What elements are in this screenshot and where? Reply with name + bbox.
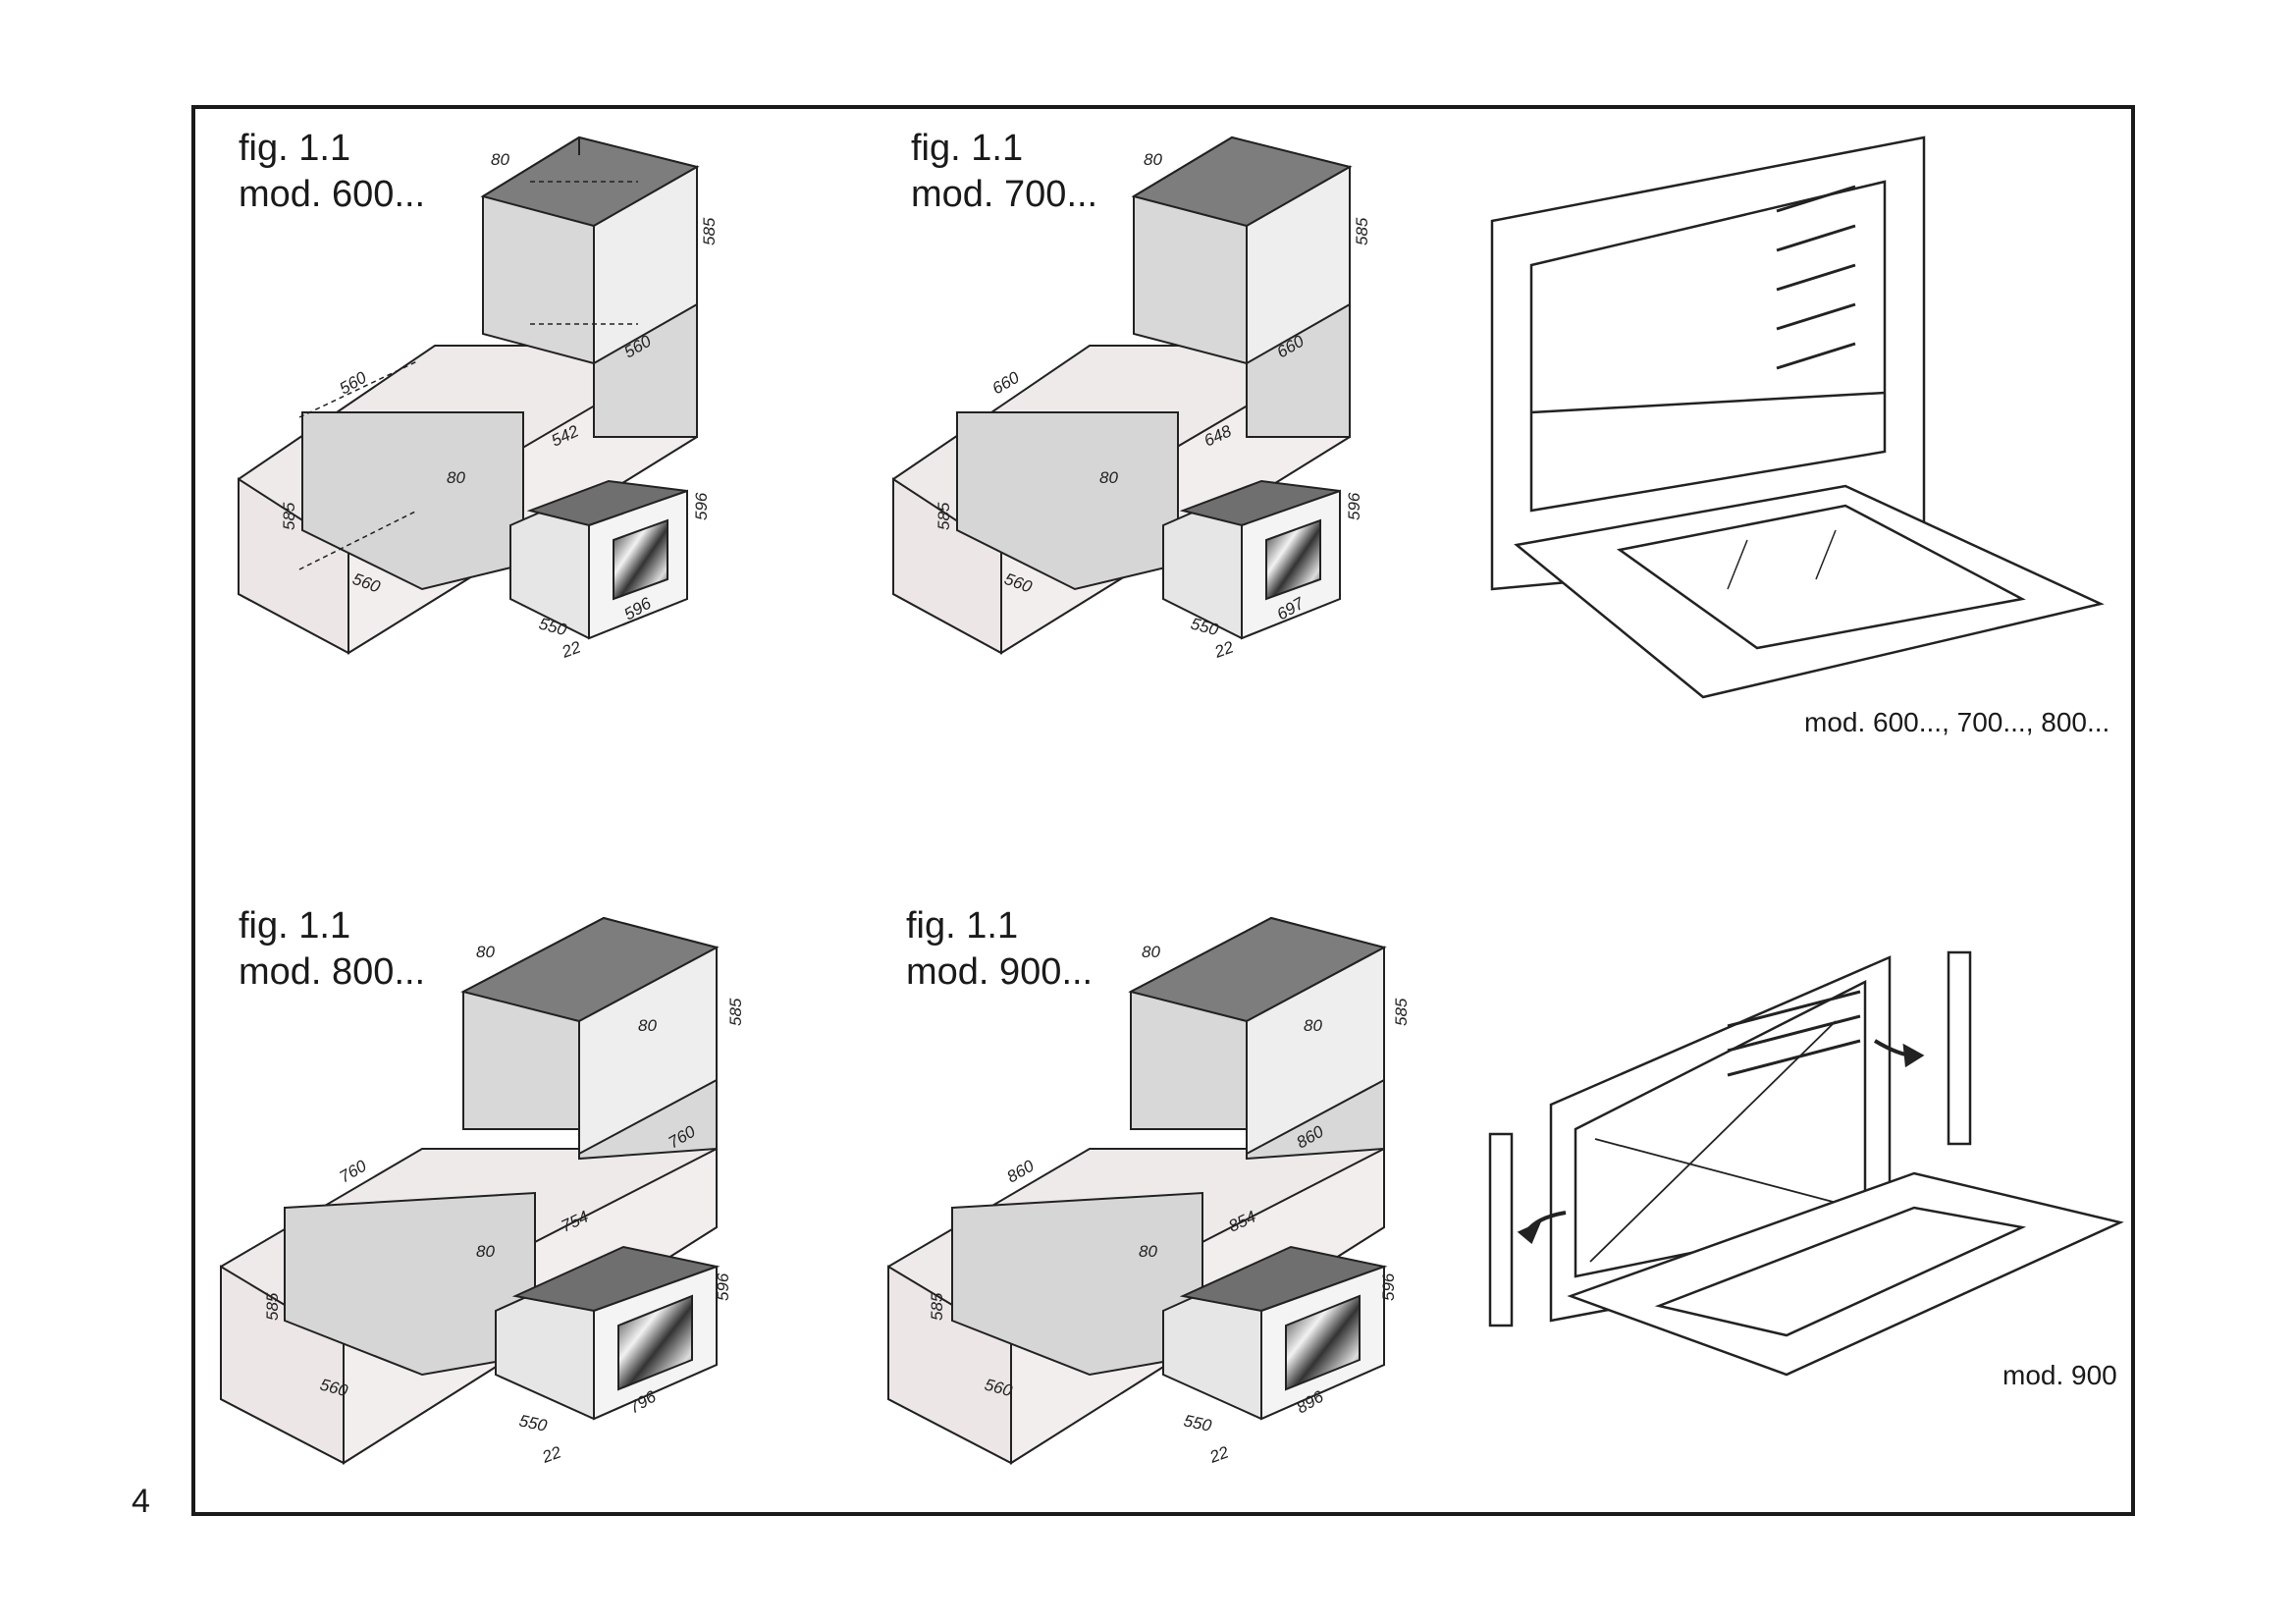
cabinet-diagram-800 bbox=[220, 916, 721, 1465]
oven-cavity bbox=[1529, 180, 1887, 513]
dimension-lines-600 bbox=[298, 181, 638, 570]
dim-lower-height: 585 bbox=[280, 502, 298, 530]
cabinet-diagram-900 bbox=[887, 916, 1388, 1465]
dim-panel: 22 bbox=[559, 637, 584, 662]
dim-upper-height: 585 bbox=[1392, 998, 1411, 1026]
dim-oven-height: 596 bbox=[692, 492, 711, 520]
caption-oven-open-900: mod. 900 bbox=[2002, 1360, 2117, 1390]
base-niche bbox=[956, 411, 1179, 591]
oven-window bbox=[1285, 1294, 1361, 1391]
model-label: mod. 900... bbox=[906, 951, 1094, 993]
oven-window bbox=[617, 1294, 693, 1391]
dim-top-gap: 80 bbox=[1142, 943, 1160, 961]
dim-upper-height: 585 bbox=[726, 998, 745, 1026]
dim-oven-height: 596 bbox=[1379, 1272, 1398, 1301]
model-label: mod. 800... bbox=[239, 951, 426, 993]
fig-title-700: fig. 1.1 mod. 700... bbox=[911, 126, 1097, 218]
dim-oven-depth: 550 bbox=[1182, 1411, 1213, 1435]
fig-label: fig. 1.1 bbox=[906, 905, 1019, 947]
oven-door-glass bbox=[1654, 1206, 2027, 1337]
dim-top-gap: 80 bbox=[476, 943, 495, 961]
dim-lower-height: 585 bbox=[928, 1292, 946, 1321]
dim-panel: 22 bbox=[1211, 637, 1237, 662]
oven-racks bbox=[1727, 990, 1861, 1077]
cabinet-diagram-700 bbox=[892, 135, 1353, 655]
base-niche bbox=[951, 1191, 1203, 1377]
dim-upper-height: 585 bbox=[1353, 217, 1371, 245]
dim-upper-vent: 80 bbox=[1304, 1016, 1322, 1035]
oven-racks bbox=[1776, 185, 1856, 370]
base-niche bbox=[301, 411, 524, 591]
dim-top-gap: 80 bbox=[491, 150, 509, 169]
oven-window bbox=[613, 518, 668, 601]
side-rail-left bbox=[1488, 1132, 1514, 1327]
dim-panel: 22 bbox=[539, 1442, 564, 1467]
dim-upper-height: 585 bbox=[700, 217, 719, 245]
fig-label: fig. 1.1 bbox=[911, 128, 1024, 169]
dim-oven-height: 596 bbox=[1345, 492, 1363, 520]
caption-oven-open-small: mod. 600..., 700..., 800... bbox=[1804, 707, 2110, 737]
dim-vent: 80 bbox=[447, 468, 465, 487]
cabinet-diagram-600 bbox=[238, 135, 700, 655]
fig-title-800: fig. 1.1 mod. 800... bbox=[239, 903, 425, 996]
fig-title-900: fig. 1.1 mod. 900... bbox=[906, 903, 1093, 996]
fig-title-600: fig. 1.1 mod. 600... bbox=[239, 126, 425, 218]
dim-oven-height: 596 bbox=[714, 1272, 732, 1301]
dim-upper-vent: 80 bbox=[638, 1016, 657, 1035]
fig-label: fig. 1.1 bbox=[239, 128, 351, 169]
page-number: 4 bbox=[132, 1483, 150, 1520]
arrow-right-head-icon bbox=[1902, 1043, 1925, 1068]
dim-vent: 80 bbox=[1099, 468, 1118, 487]
oven-door-glass bbox=[1616, 504, 2026, 650]
dim-vent: 80 bbox=[476, 1242, 495, 1261]
figure-frame bbox=[191, 105, 2135, 1516]
dim-panel: 22 bbox=[1206, 1442, 1232, 1467]
dim-lower-height: 585 bbox=[263, 1292, 282, 1321]
dim-top-gap: 80 bbox=[1144, 150, 1162, 169]
dim-oven-depth: 550 bbox=[517, 1411, 549, 1435]
oven-window bbox=[1265, 518, 1321, 601]
oven-open-door-drawing bbox=[1490, 135, 2105, 699]
arrow-left-head-icon bbox=[1517, 1220, 1542, 1245]
fig-label: fig. 1.1 bbox=[239, 905, 351, 947]
base-niche bbox=[284, 1191, 536, 1377]
dim-lower-height: 585 bbox=[934, 502, 953, 530]
model-label: mod. 600... bbox=[239, 174, 426, 215]
oven-open-door-900-drawing bbox=[1488, 950, 2124, 1377]
side-rail-right bbox=[1947, 950, 1972, 1146]
dim-vent: 80 bbox=[1139, 1242, 1157, 1261]
model-label: mod. 700... bbox=[911, 174, 1098, 215]
